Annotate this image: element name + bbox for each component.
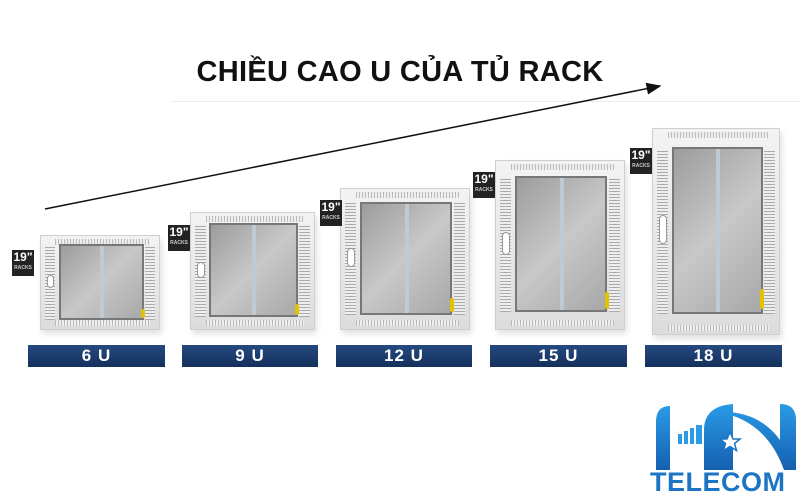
logo-mark-icon	[656, 404, 796, 470]
badge-size: 19"	[13, 250, 33, 264]
badge-sub: RACKS	[14, 265, 32, 271]
badge-size: 19"	[321, 200, 341, 214]
rack-height-label: 9 U	[182, 345, 318, 367]
badge-sub: RACKS	[632, 163, 650, 169]
rack-cabinet-image	[40, 235, 160, 330]
19-inch-badge: 19"RACKS	[473, 172, 495, 198]
rack-cabinet-image	[340, 188, 470, 330]
badge-sub: RACKS	[322, 215, 340, 221]
rack-height-label: 15 U	[490, 345, 627, 367]
divider	[170, 101, 800, 102]
badge-size: 19"	[474, 172, 494, 186]
19-inch-badge: 19"RACKS	[320, 200, 342, 226]
hn-telecom-logo: TELECOM	[648, 400, 798, 498]
rack-cabinet-image	[495, 160, 625, 330]
19-inch-badge: 19"RACKS	[630, 148, 652, 174]
19-inch-badge: 19"RACKS	[168, 225, 190, 251]
badge-size: 19"	[631, 148, 651, 162]
rack-cabinet-image	[190, 212, 315, 330]
rack-height-label: 6 U	[28, 345, 165, 367]
rack-cabinet-image	[652, 128, 780, 335]
logo-text: TELECOM	[650, 467, 786, 497]
19-inch-badge: 19"RACKS	[12, 250, 34, 276]
badge-size: 19"	[169, 225, 189, 239]
rack-height-label: 12 U	[336, 345, 472, 367]
page-title: CHIỀU CAO U CỦA TỦ RACK	[196, 56, 604, 88]
badge-sub: RACKS	[475, 187, 493, 193]
rack-height-label: 18 U	[645, 345, 782, 367]
badge-sub: RACKS	[170, 240, 188, 246]
